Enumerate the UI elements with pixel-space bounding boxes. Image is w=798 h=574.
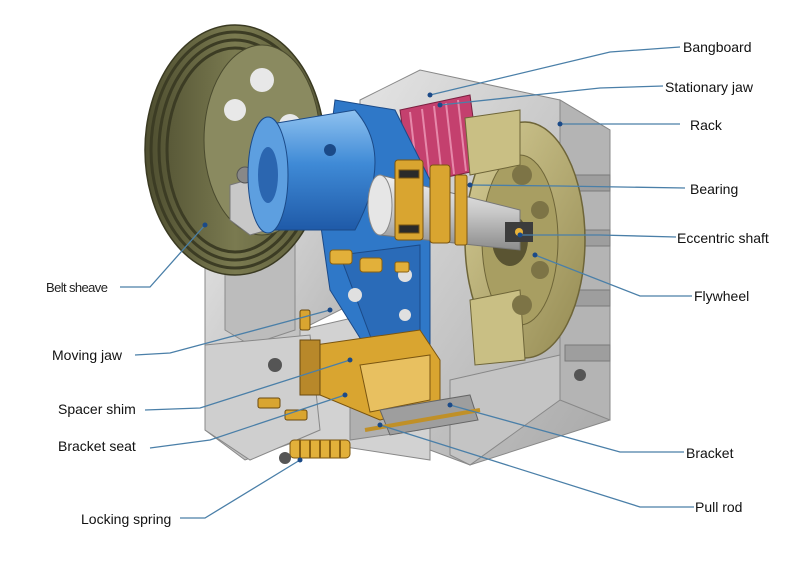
label-bracket: Bracket — [686, 445, 734, 461]
label-spacer-shim: Spacer shim — [58, 401, 136, 417]
bracket-assembly — [299, 329, 481, 436]
label-rack: Rack — [690, 117, 722, 133]
label-eccentric-shaft: Eccentric shaft — [677, 230, 769, 246]
label-moving-jaw: Moving jaw — [52, 347, 123, 363]
label-bearing: Bearing — [690, 181, 739, 197]
locking-spring-part — [279, 439, 351, 464]
label-pull-rod: Pull rod — [695, 499, 743, 515]
label-locking-spring: Locking spring — [81, 511, 172, 527]
bearing-rings — [394, 159, 468, 246]
jaw-springs — [329, 249, 410, 273]
label-bangboard: Bangboard — [683, 39, 752, 55]
eccentric-hub — [247, 109, 376, 234]
label-belt-sheave: Belt sheave — [46, 280, 108, 295]
leader-dots — [202, 92, 563, 463]
leader-lines — [120, 46, 694, 519]
label-bracket-seat: Bracket seat — [58, 438, 136, 454]
label-flywheel: Flywheel — [694, 288, 750, 304]
label-stationary-jaw: Stationary jaw — [665, 79, 753, 95]
